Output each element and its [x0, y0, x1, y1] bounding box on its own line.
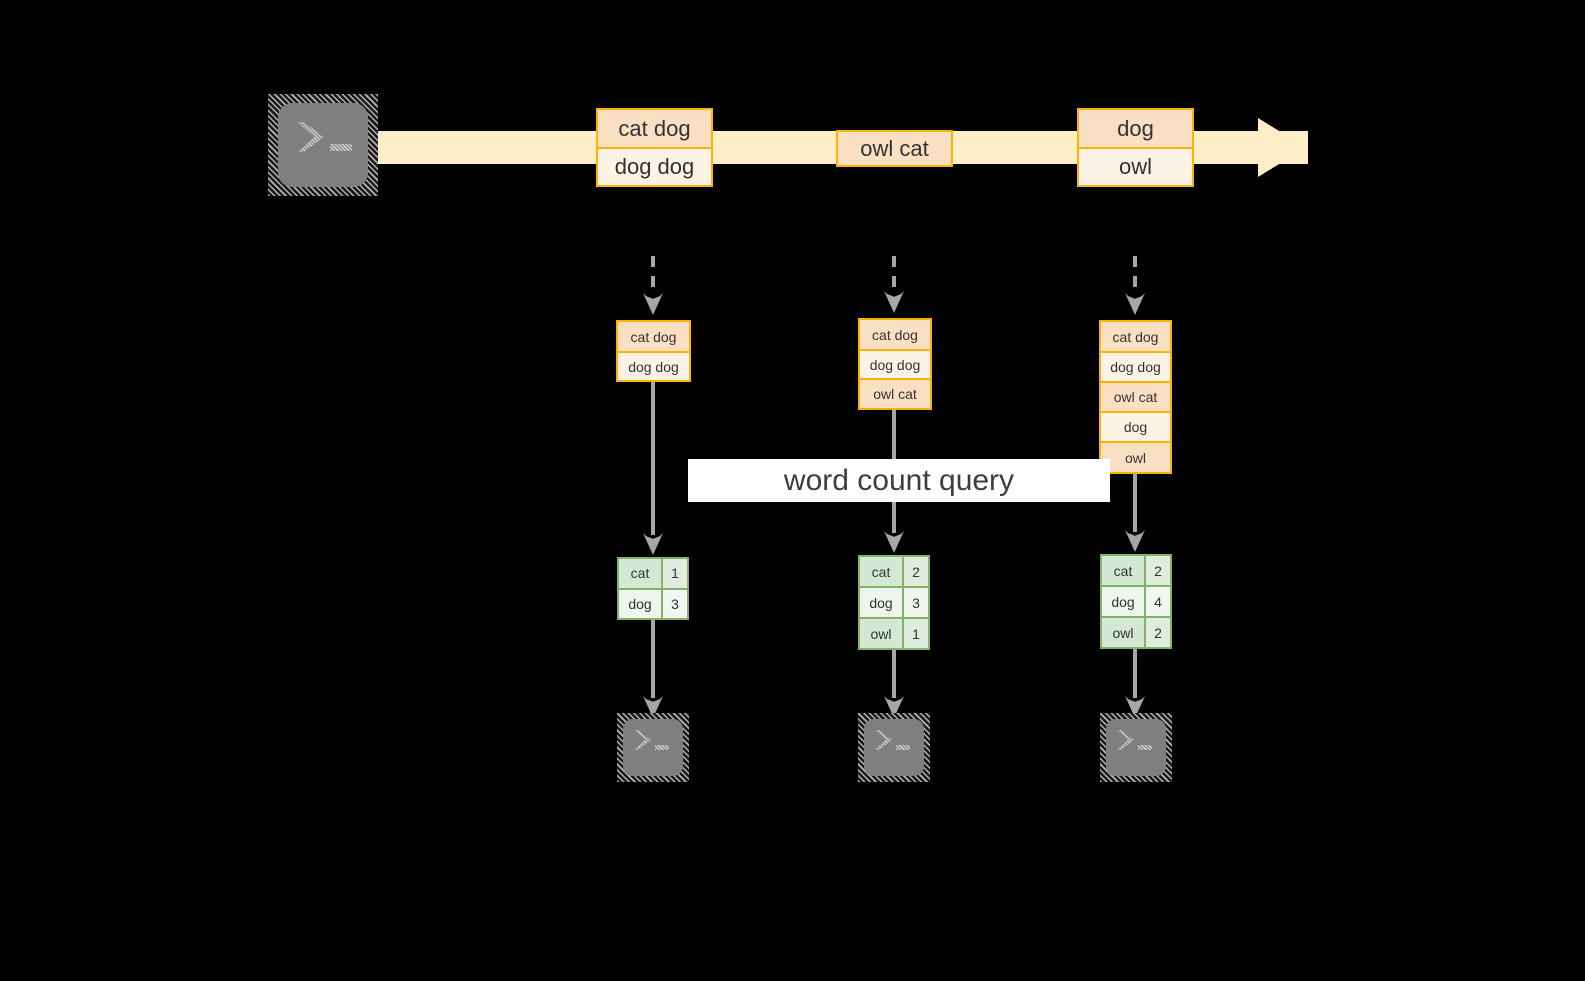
- count-word: cat: [1102, 556, 1146, 585]
- log-entry: cat dog: [1101, 322, 1170, 351]
- count-row: cat 2: [860, 557, 928, 586]
- snapshot-2-output-line: [892, 650, 896, 698]
- log-entry: owl cat: [860, 378, 930, 408]
- count-row: dog 3: [619, 587, 687, 618]
- snapshot-tap-arrowhead: [643, 293, 663, 315]
- terminal-underscore-icon: [655, 745, 669, 750]
- snapshot-1-output-line: [651, 620, 655, 698]
- snapshot-2-consumer-terminal-icon: [858, 713, 930, 782]
- count-word: owl: [860, 619, 904, 648]
- log-entry: cat dog: [618, 322, 689, 351]
- count-word: dog: [1102, 587, 1146, 616]
- count-value: 3: [663, 589, 687, 618]
- stream-message: cat dog: [598, 110, 711, 147]
- count-value: 2: [904, 557, 928, 586]
- log-entry: owl cat: [1101, 381, 1170, 411]
- snapshot-1-query-arrowhead: [643, 533, 663, 555]
- snapshot-3-output-line: [1133, 649, 1137, 698]
- count-value: 4: [1146, 587, 1170, 616]
- snapshot-3-counts: cat 2 dog 4 owl 2: [1100, 554, 1172, 649]
- count-word: dog: [619, 589, 663, 618]
- snapshot-tap-line: [651, 256, 655, 296]
- word-count-query-label: word count query: [688, 459, 1110, 502]
- terminal-underscore-icon: [896, 745, 910, 750]
- log-entry: owl: [1101, 441, 1170, 472]
- stream-message: dog dog: [598, 147, 711, 185]
- snapshot-3-consumer-terminal-icon: [1100, 713, 1172, 782]
- stream-batch-1: cat dog dog dog: [596, 108, 713, 187]
- producer-terminal-icon: [268, 94, 378, 196]
- log-entry: dog dog: [1101, 351, 1170, 381]
- snapshot-tap-line: [1133, 256, 1137, 296]
- log-entry: dog: [1101, 411, 1170, 441]
- stream-arrow-head: [1258, 118, 1306, 177]
- snapshot-2-counts: cat 2 dog 3 owl 1: [858, 555, 930, 650]
- count-row: cat 1: [619, 559, 687, 588]
- count-row: dog 4: [1102, 585, 1170, 616]
- stream-message: dog: [1079, 110, 1192, 147]
- terminal-body: [278, 103, 368, 187]
- snapshot-1-query-line: [651, 382, 655, 535]
- count-value: 2: [1146, 618, 1170, 647]
- snapshot-3-query-line: [1133, 474, 1137, 532]
- count-value: 1: [904, 619, 928, 648]
- snapshot-tap-arrowhead: [1125, 293, 1145, 315]
- snapshot-tap-line: [892, 256, 896, 296]
- terminal-underscore-icon: [1138, 745, 1152, 750]
- count-word: owl: [1102, 618, 1146, 647]
- snapshot-3-log: cat dog dog dog owl cat dog owl: [1099, 320, 1172, 474]
- count-value: 3: [904, 588, 928, 617]
- snapshot-1-counts: cat 1 dog 3: [617, 557, 689, 620]
- terminal-body: [1106, 719, 1166, 776]
- stream-batch-2: owl cat: [836, 130, 953, 167]
- count-word: cat: [619, 559, 663, 588]
- count-row: dog 3: [860, 586, 928, 617]
- count-row: owl 1: [860, 617, 928, 648]
- stream-message: owl cat: [838, 132, 951, 165]
- count-value: 1: [663, 559, 687, 588]
- count-word: cat: [860, 557, 904, 586]
- terminal-body: [864, 719, 924, 776]
- terminal-body: [623, 719, 683, 776]
- count-row: owl 2: [1102, 616, 1170, 647]
- snapshot-2-query-arrowhead: [884, 531, 904, 553]
- count-value: 2: [1146, 556, 1170, 585]
- snapshot-3-query-arrowhead: [1125, 530, 1145, 552]
- snapshot-2-log: cat dog dog dog owl cat: [858, 318, 932, 410]
- log-entry: cat dog: [860, 320, 930, 349]
- log-entry: dog dog: [618, 351, 689, 380]
- stream-batch-3: dog owl: [1077, 108, 1194, 187]
- terminal-underscore-icon: [330, 144, 352, 151]
- snapshot-1-consumer-terminal-icon: [617, 713, 689, 782]
- count-row: cat 2: [1102, 556, 1170, 585]
- log-entry: dog dog: [860, 349, 930, 378]
- count-word: dog: [860, 588, 904, 617]
- snapshot-1-log: cat dog dog dog: [616, 320, 691, 382]
- stream-message: owl: [1079, 147, 1192, 185]
